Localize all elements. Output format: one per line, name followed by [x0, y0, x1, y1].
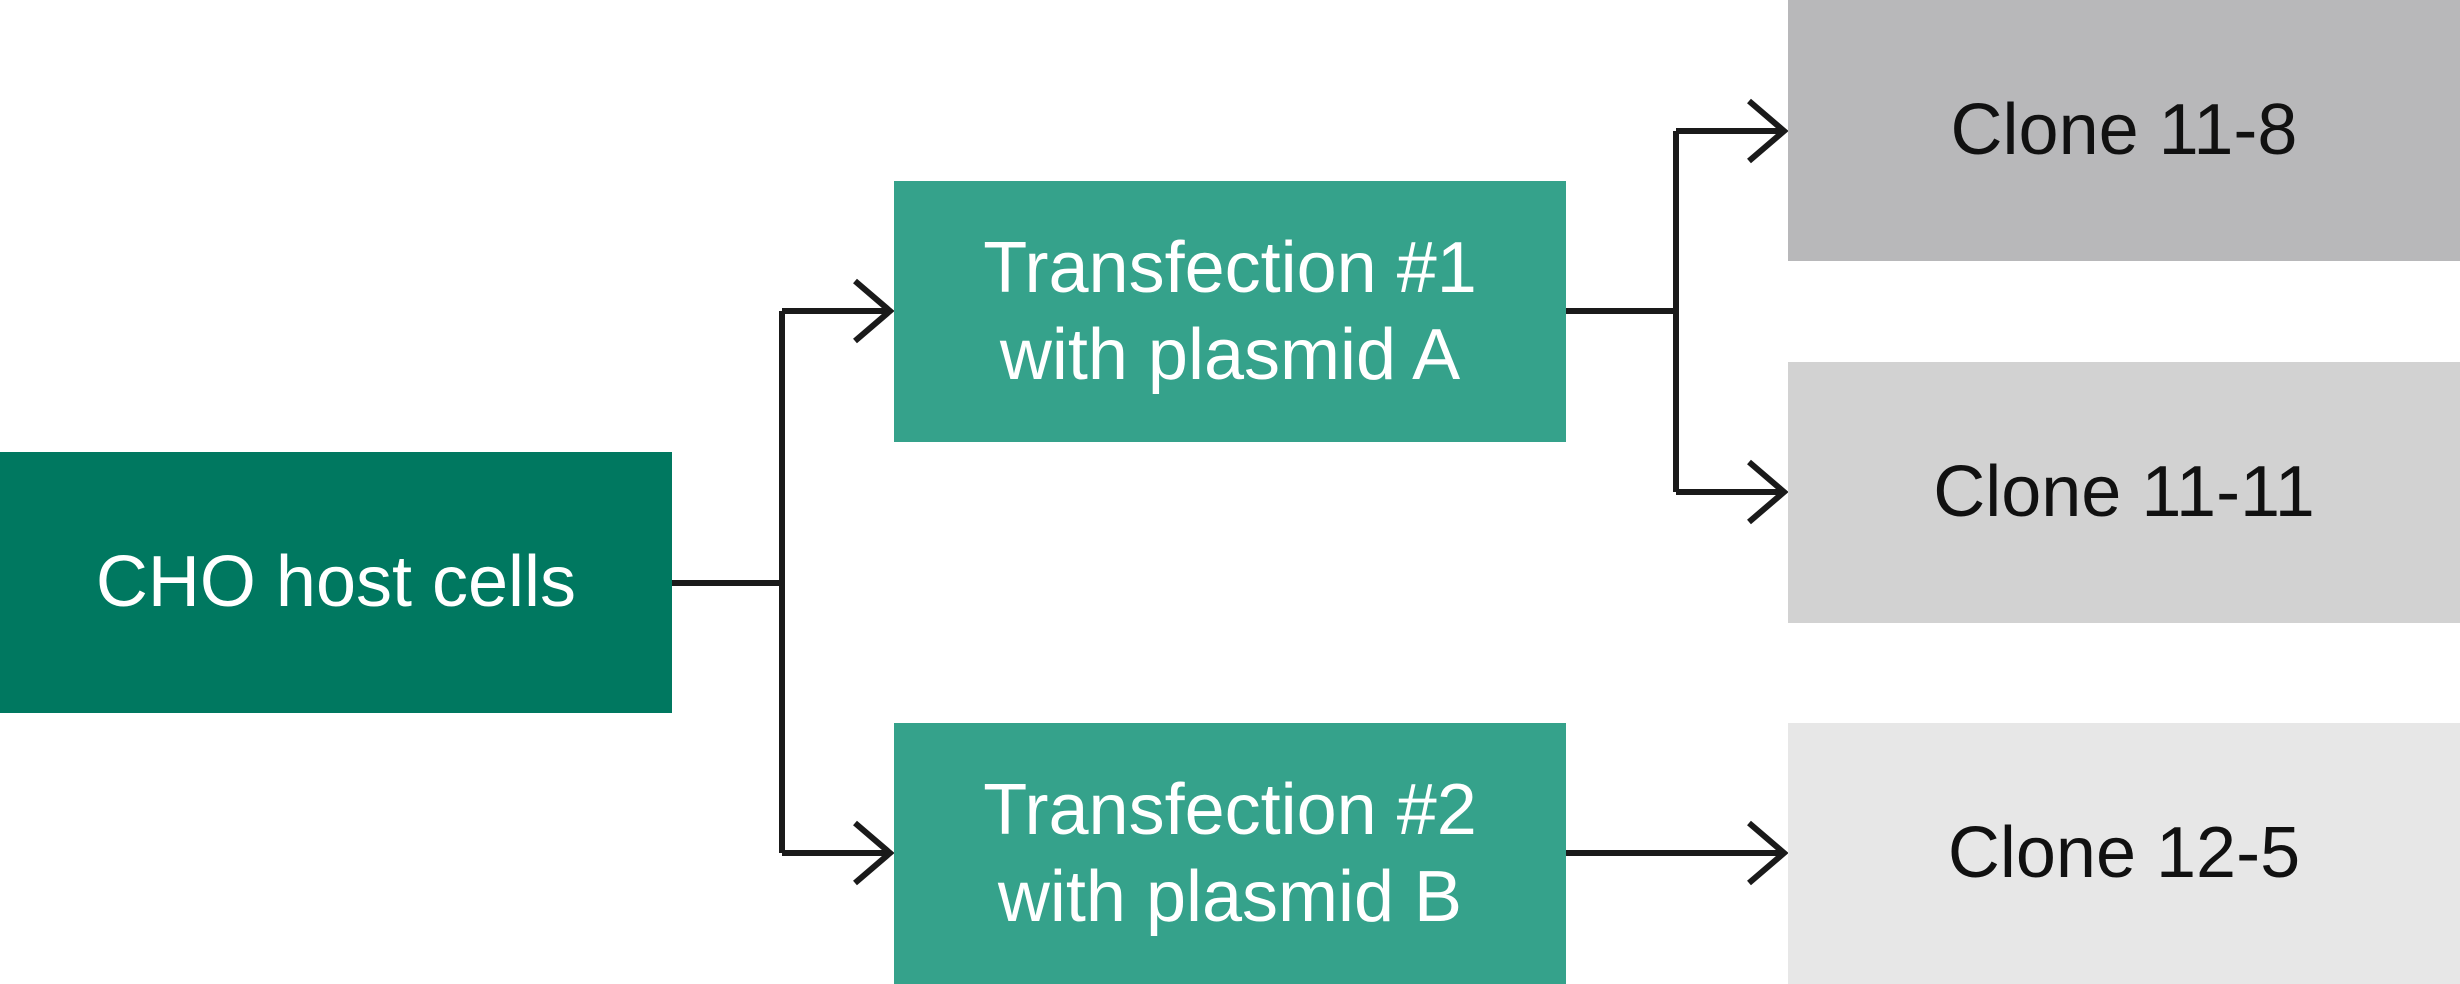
node-clone-2-label: Clone 11-11 [1933, 452, 2315, 533]
node-host-label: CHO host cells [95, 542, 577, 623]
node-transfection-2-line1: Transfection #2 [983, 770, 1477, 851]
arrowhead-transfection-2 [853, 820, 895, 886]
arrowhead-clone-1 [1747, 98, 1789, 164]
node-transfection-1: Transfection #1 with plasmid A [894, 181, 1566, 442]
node-transfection-2: Transfection #2 with plasmid B [894, 723, 1566, 984]
node-cho-host-cells: CHO host cells [0, 452, 672, 713]
node-clone-12-5: Clone 12-5 [1788, 723, 2460, 984]
node-clone-1-label: Clone 11-8 [1950, 90, 2298, 171]
node-transfection-2-line2: with plasmid B [997, 856, 1463, 937]
node-clone-3-label: Clone 12-5 [1947, 813, 2301, 894]
node-clone-11-8: Clone 11-8 [1788, 0, 2460, 261]
arrowhead-clone-3 [1747, 820, 1789, 886]
arrowhead-clone-2 [1747, 459, 1789, 525]
arrowhead-transfection-1 [853, 278, 895, 344]
node-transfection-1-line1: Transfection #1 [983, 228, 1477, 309]
node-clone-11-11: Clone 11-11 [1788, 362, 2460, 623]
node-transfection-1-line2: with plasmid A [999, 314, 1461, 395]
